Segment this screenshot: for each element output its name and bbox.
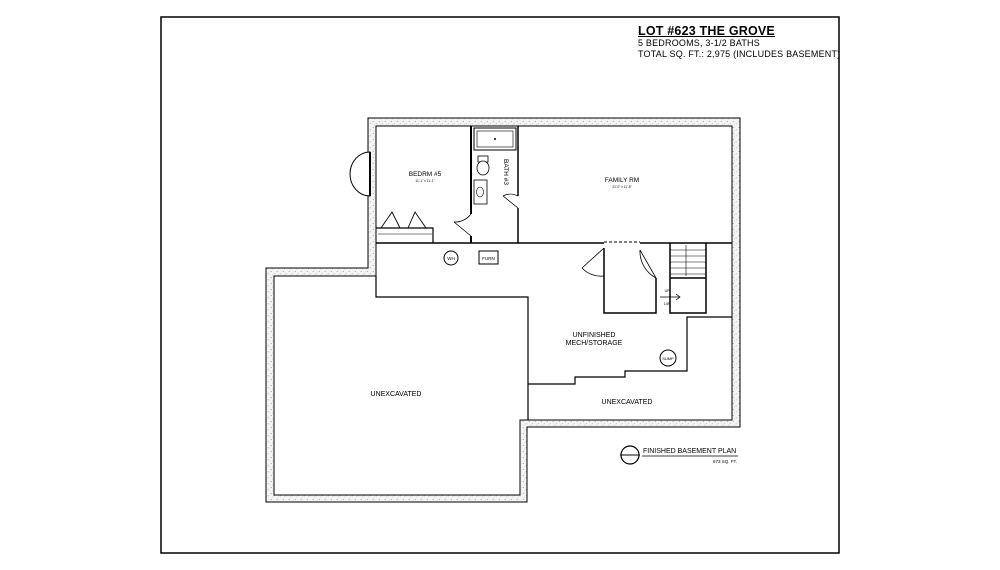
stair-door xyxy=(639,249,657,279)
hall-wall xyxy=(376,227,434,243)
bath-label: BATH #3 xyxy=(502,159,509,185)
total-square-feet: TOTAL SQ. FT.: 2,975 (INCLUDES BASEMENT) xyxy=(638,49,841,59)
mech-door xyxy=(581,247,605,277)
bedrooms-baths: 5 BEDROOMS, 3-1/2 BATHS xyxy=(638,38,760,48)
furnace-label: FURN xyxy=(482,256,495,261)
stair-label-risers: 14R xyxy=(664,302,671,306)
plan-label-symbol xyxy=(620,445,640,465)
bedroom-label: BEDRM #5 xyxy=(409,171,442,178)
plan-area: 673 SQ. FT. xyxy=(713,459,737,464)
unexcavated-right-boundary xyxy=(528,316,732,385)
family-room-dimensions: 21'-0" x 11'-8" xyxy=(612,185,631,189)
unexcavated-left-boundary xyxy=(375,276,529,420)
sump-pit xyxy=(659,349,677,367)
water-heater-label: WH xyxy=(447,256,455,261)
bath-door xyxy=(502,193,519,209)
bedroom-door xyxy=(453,213,472,237)
water-heater xyxy=(443,250,459,266)
bedroom-dimensions: 11'-1" x 11'-1" xyxy=(415,179,434,183)
family-room-label: FAMILY RM xyxy=(605,177,639,184)
unexcavated-right-label: UNEXCAVATED xyxy=(602,399,653,406)
plan-title: FINISHED BASEMENT PLAN xyxy=(643,448,736,455)
bedroom-window xyxy=(349,151,371,197)
sheet-border xyxy=(160,16,840,554)
stair-treads xyxy=(655,245,706,313)
unfinished-label-2: MECH/STORAGE xyxy=(566,340,623,347)
stair-enclosure xyxy=(603,243,707,314)
unfinished-label-1: UNFINISHED xyxy=(573,332,616,339)
unexcavated-left-label: UNEXCAVATED xyxy=(371,391,422,398)
title-block: LOT #623 THE GROVE 5 BEDROOMS, 3-1/2 BAT… xyxy=(638,24,840,60)
stair-label-up: UP xyxy=(665,289,671,293)
project-title: LOT #623 THE GROVE xyxy=(638,24,775,38)
furnace xyxy=(478,250,499,265)
sump-label: SUMP xyxy=(662,356,674,361)
closet-doors xyxy=(380,211,427,229)
stair-arrow-icon xyxy=(660,293,681,301)
inner-wall-line xyxy=(273,125,733,496)
